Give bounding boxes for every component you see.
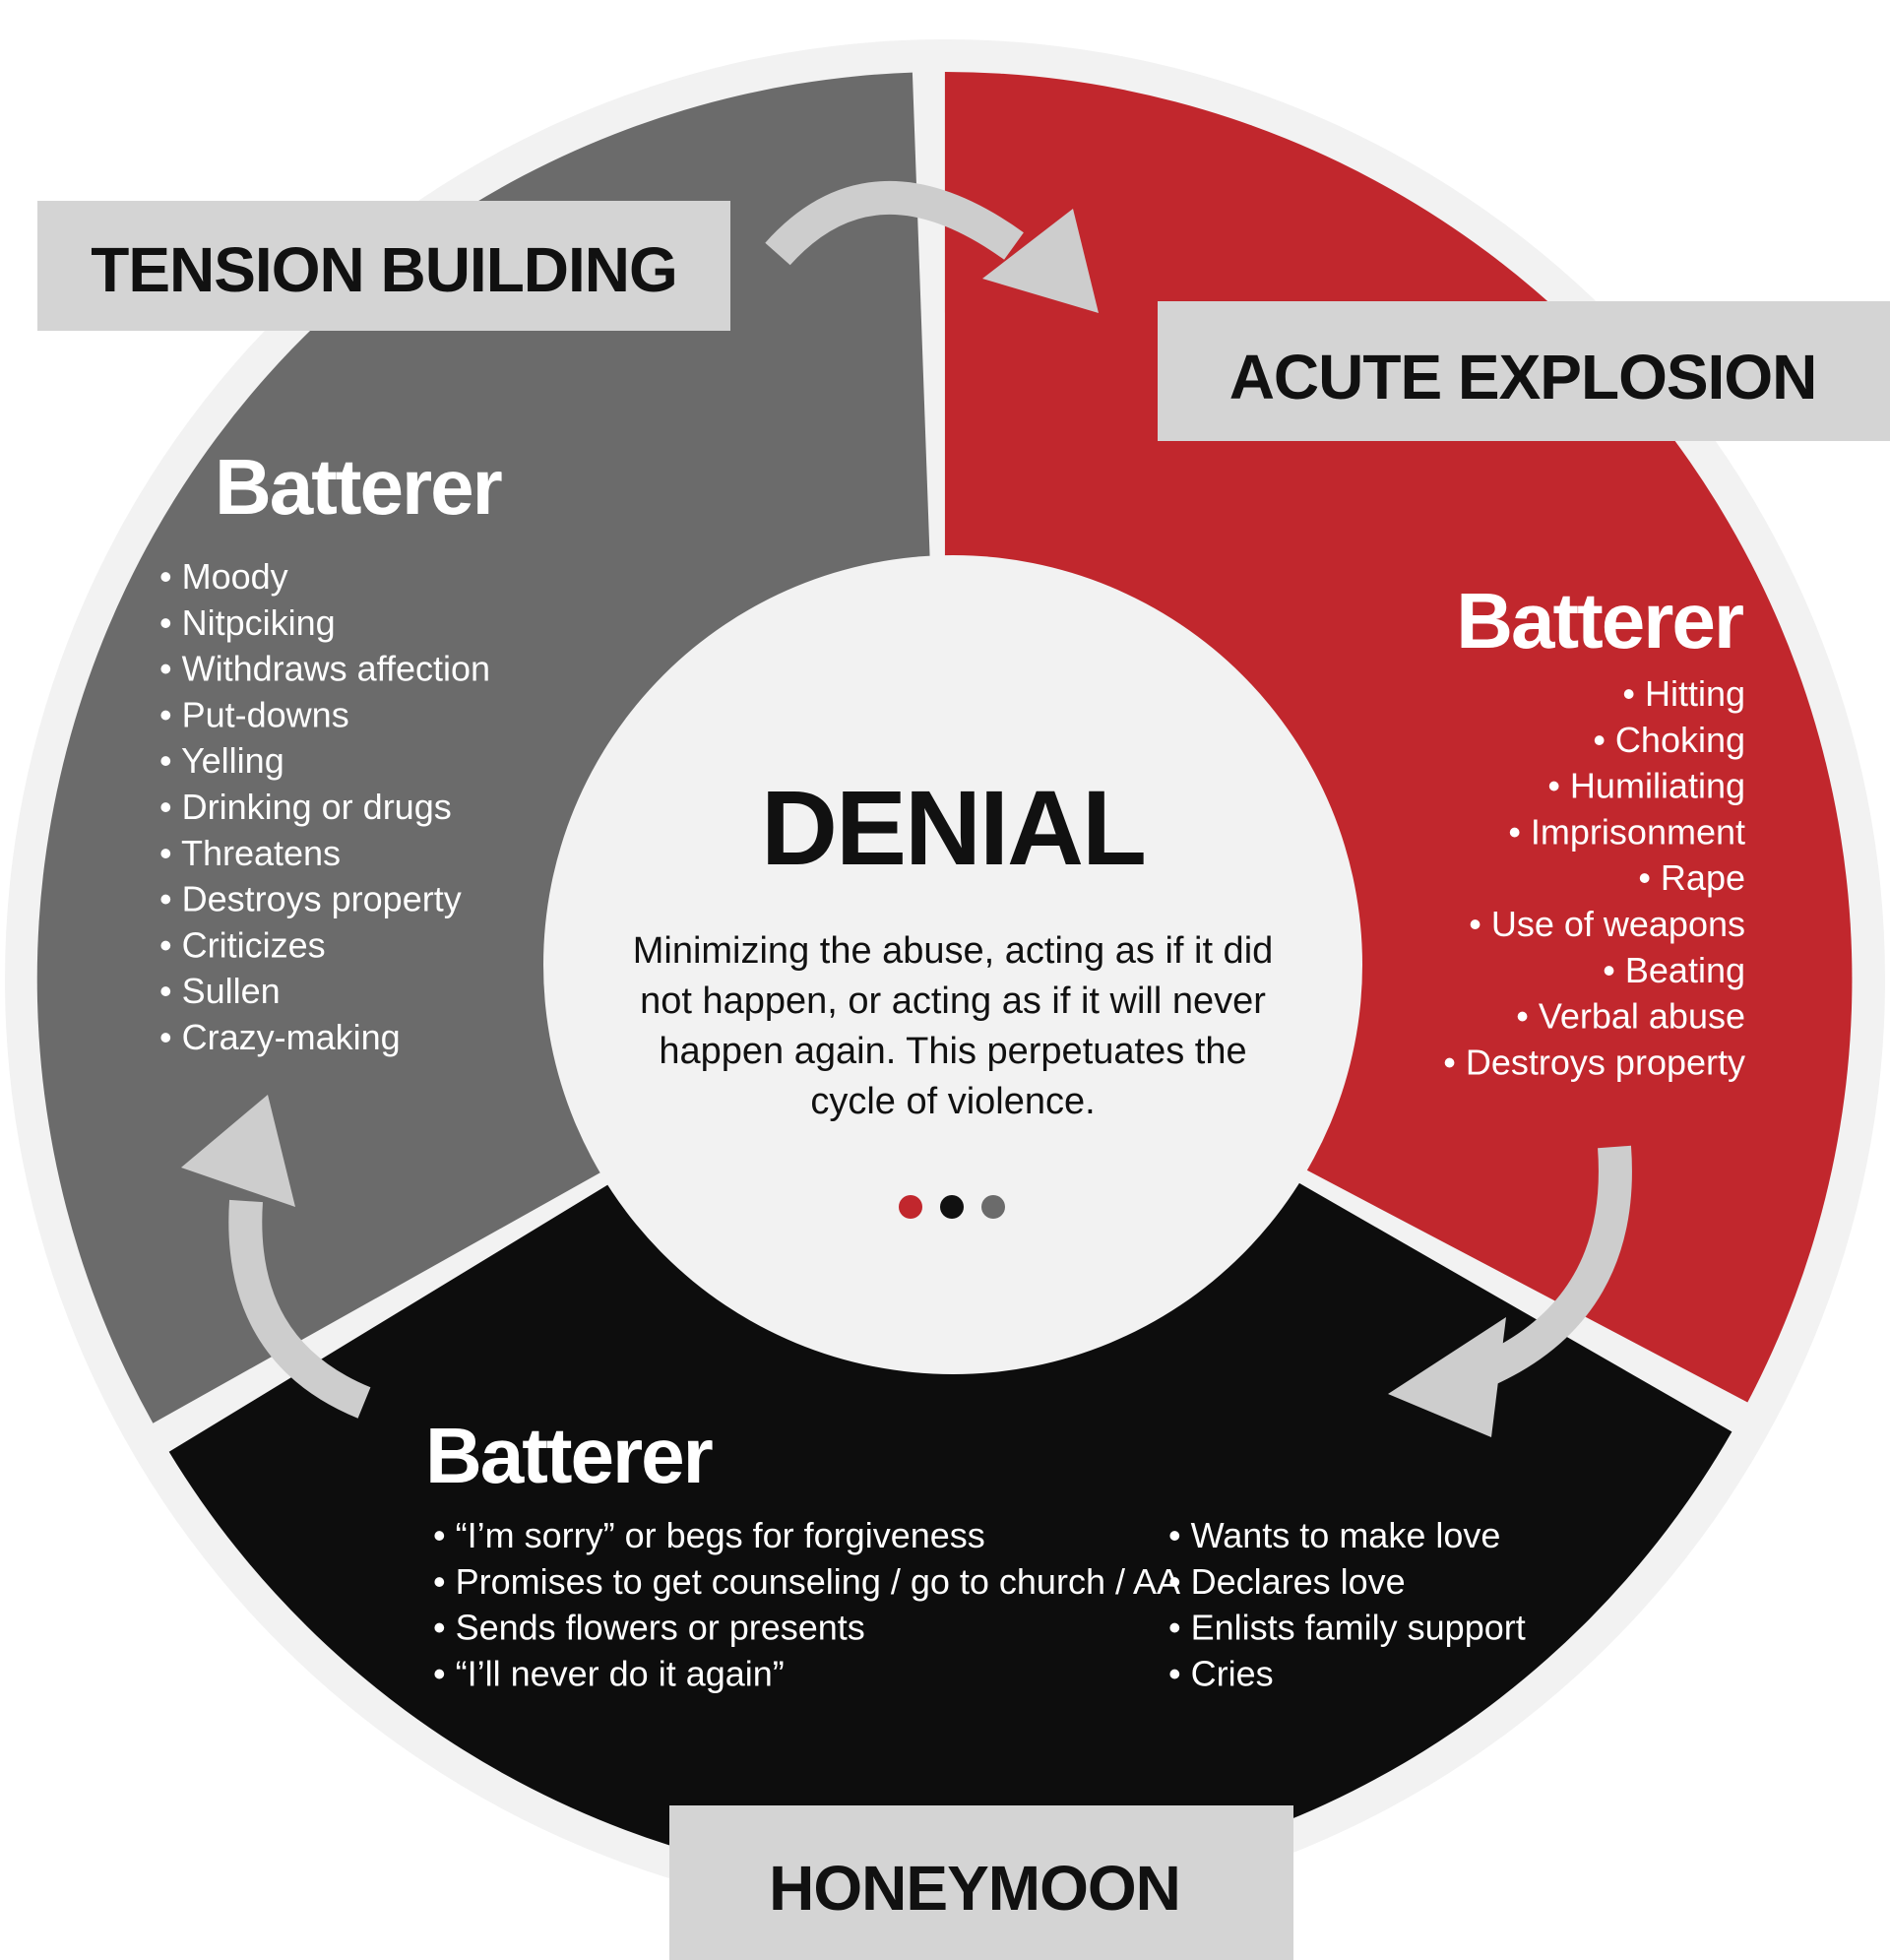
denial-description-line-3: happen again. This perpetuates the bbox=[659, 1031, 1246, 1072]
tension-item: • Yelling bbox=[159, 740, 284, 781]
honeymoon-right-item: • Declares love bbox=[1168, 1561, 1406, 1602]
explosion-item: • Hitting bbox=[1622, 673, 1745, 714]
honeymoon-left-item: • “I’m sorry” or begs for forgiveness bbox=[433, 1515, 985, 1555]
honeymoon-segment bbox=[168, 980, 1732, 1888]
tension-item: • Put-downs bbox=[159, 694, 349, 734]
gray-dot bbox=[981, 1195, 1005, 1219]
honeymoon-right-item: • Cries bbox=[1168, 1653, 1274, 1693]
denial-description-line-1: Minimizing the abuse, acting as if it di… bbox=[633, 930, 1274, 972]
arrow-tension-to-explosion-icon bbox=[765, 181, 1099, 313]
denial-title: DENIAL bbox=[761, 768, 1145, 887]
explosion-item: • Humiliating bbox=[1547, 766, 1745, 806]
honeymoon-right-item: • Enlists family support bbox=[1168, 1608, 1526, 1648]
tension-item: • Criticizes bbox=[159, 924, 326, 965]
explosion-item: • Verbal abuse bbox=[1516, 996, 1745, 1037]
honeymoon-label: HONEYMOON bbox=[769, 1853, 1180, 1924]
tension-item: • Moody bbox=[159, 556, 288, 597]
denial-description-line-2: not happen, or acting as if it will neve… bbox=[640, 980, 1266, 1022]
tension-batterer-heading: Batterer bbox=[215, 443, 502, 531]
denial-description-line-4: cycle of violence. bbox=[810, 1081, 1095, 1122]
tension-item: • Sullen bbox=[159, 971, 281, 1011]
honeymoon-right-item: • Wants to make love bbox=[1168, 1515, 1500, 1555]
tension-item: • Drinking or drugs bbox=[159, 787, 452, 827]
acute-explosion-label: ACUTE EXPLOSION bbox=[1229, 342, 1817, 412]
explosion-batterer-heading: Batterer bbox=[1456, 577, 1743, 664]
explosion-item: • Choking bbox=[1593, 720, 1745, 760]
honeymoon-batterer-heading: Batterer bbox=[425, 1412, 713, 1499]
denial-center-circle bbox=[543, 555, 1362, 1374]
tension-building-label-box bbox=[37, 201, 730, 331]
tension-items-list: • Moody • Nitpciking • Withdraws affection… bbox=[159, 556, 490, 1057]
arrow-explosion-to-honeymoon-icon bbox=[1388, 1145, 1632, 1437]
honeymoon-left-item: • Promises to get counseling / go to chu… bbox=[433, 1561, 1180, 1602]
honeymoon-items-right-list: • Wants to make love • Declares love • Enl… bbox=[1168, 1515, 1526, 1693]
tension-item: • Withdraws affection bbox=[159, 649, 490, 689]
explosion-items-list: • Hitting • Choking • Humiliating • Impriso… bbox=[1443, 673, 1745, 1082]
honeymoon-left-item: • “I’ll never do it again” bbox=[433, 1653, 785, 1693]
black-dot bbox=[940, 1195, 964, 1219]
tension-item: • Destroys property bbox=[159, 879, 462, 919]
red-dot bbox=[899, 1195, 922, 1219]
tension-item: • Nitpciking bbox=[159, 602, 336, 643]
explosion-item: • Use of weapons bbox=[1469, 904, 1745, 944]
explosion-item: • Rape bbox=[1638, 857, 1745, 898]
acute-explosion-label-box bbox=[1158, 301, 1890, 441]
tension-item: • Crazy-making bbox=[159, 1017, 401, 1057]
honeymoon-left-item: • Sends flowers or presents bbox=[433, 1608, 865, 1648]
honeymoon-items-left-list: • “I’m sorry” or begs for forgiveness • P… bbox=[433, 1515, 1180, 1693]
tension-building-label: TENSION BUILDING bbox=[91, 234, 677, 305]
explosion-item: • Beating bbox=[1603, 950, 1745, 990]
tension-item: • Threatens bbox=[159, 833, 341, 873]
explosion-item: • Imprisonment bbox=[1508, 811, 1745, 852]
arrow-honeymoon-to-tension-icon bbox=[181, 1095, 371, 1419]
explosion-item: • Destroys property bbox=[1443, 1042, 1745, 1082]
honeymoon-label-box bbox=[669, 1805, 1293, 1960]
